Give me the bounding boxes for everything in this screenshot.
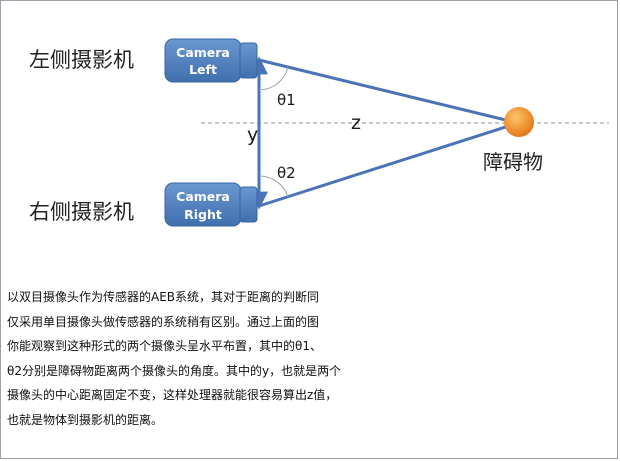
camera-right-line2: Right	[184, 207, 222, 222]
y-label: y	[247, 124, 258, 146]
description-line-6: 也就是物体到摄影机的距离。	[7, 412, 164, 427]
camera-right-icon: Camera Right	[164, 182, 258, 227]
camera-left-line2: Left	[189, 62, 217, 77]
obstacle-dot	[504, 107, 534, 137]
description-line-3: 你能观察到这种形式的两个摄像头呈水平布置，其中的θ1、	[7, 339, 322, 353]
description-paragraph: 以双目摄像头作为传感器的AEB系统，其对于距离的判断同 仅采用单目摄像头做传感器…	[7, 285, 613, 432]
stereo-camera-diagram: Camera Left Camera Right 左侧摄影机 右侧摄影机 障碍物…	[29, 38, 609, 227]
theta2-arc	[258, 175, 289, 198]
z-label: z	[351, 112, 361, 134]
camera-left-icon: Camera Left	[164, 38, 258, 83]
theta1-label: θ1	[277, 91, 296, 109]
camera-left-line1: Camera	[176, 45, 230, 60]
description-line-2: 仅采用单目摄像头做传感器的系统稍有区别。通过上面的图	[7, 314, 320, 329]
theta1-arc	[258, 66, 289, 91]
description-line-1: 以双目摄像头作为传感器的AEB系统，其对于距离的判断同	[7, 290, 320, 304]
description-line-5: 摄像头的中心距离固定不变，这样处理器就能很容易算出z值，	[7, 388, 338, 402]
camera-right-line1: Camera	[176, 189, 230, 204]
left-camera-label: 左侧摄影机	[29, 48, 134, 72]
right-sight-line	[258, 121, 519, 208]
theta2-label: θ2	[277, 164, 296, 182]
left-sight-line	[258, 58, 519, 125]
right-camera-label: 右侧摄影机	[29, 200, 134, 224]
obstacle-label: 障碍物	[483, 150, 543, 174]
description-line-4: θ2分别是障碍物距离两个摄像头的角度。其中的y，也就是两个	[7, 363, 342, 378]
